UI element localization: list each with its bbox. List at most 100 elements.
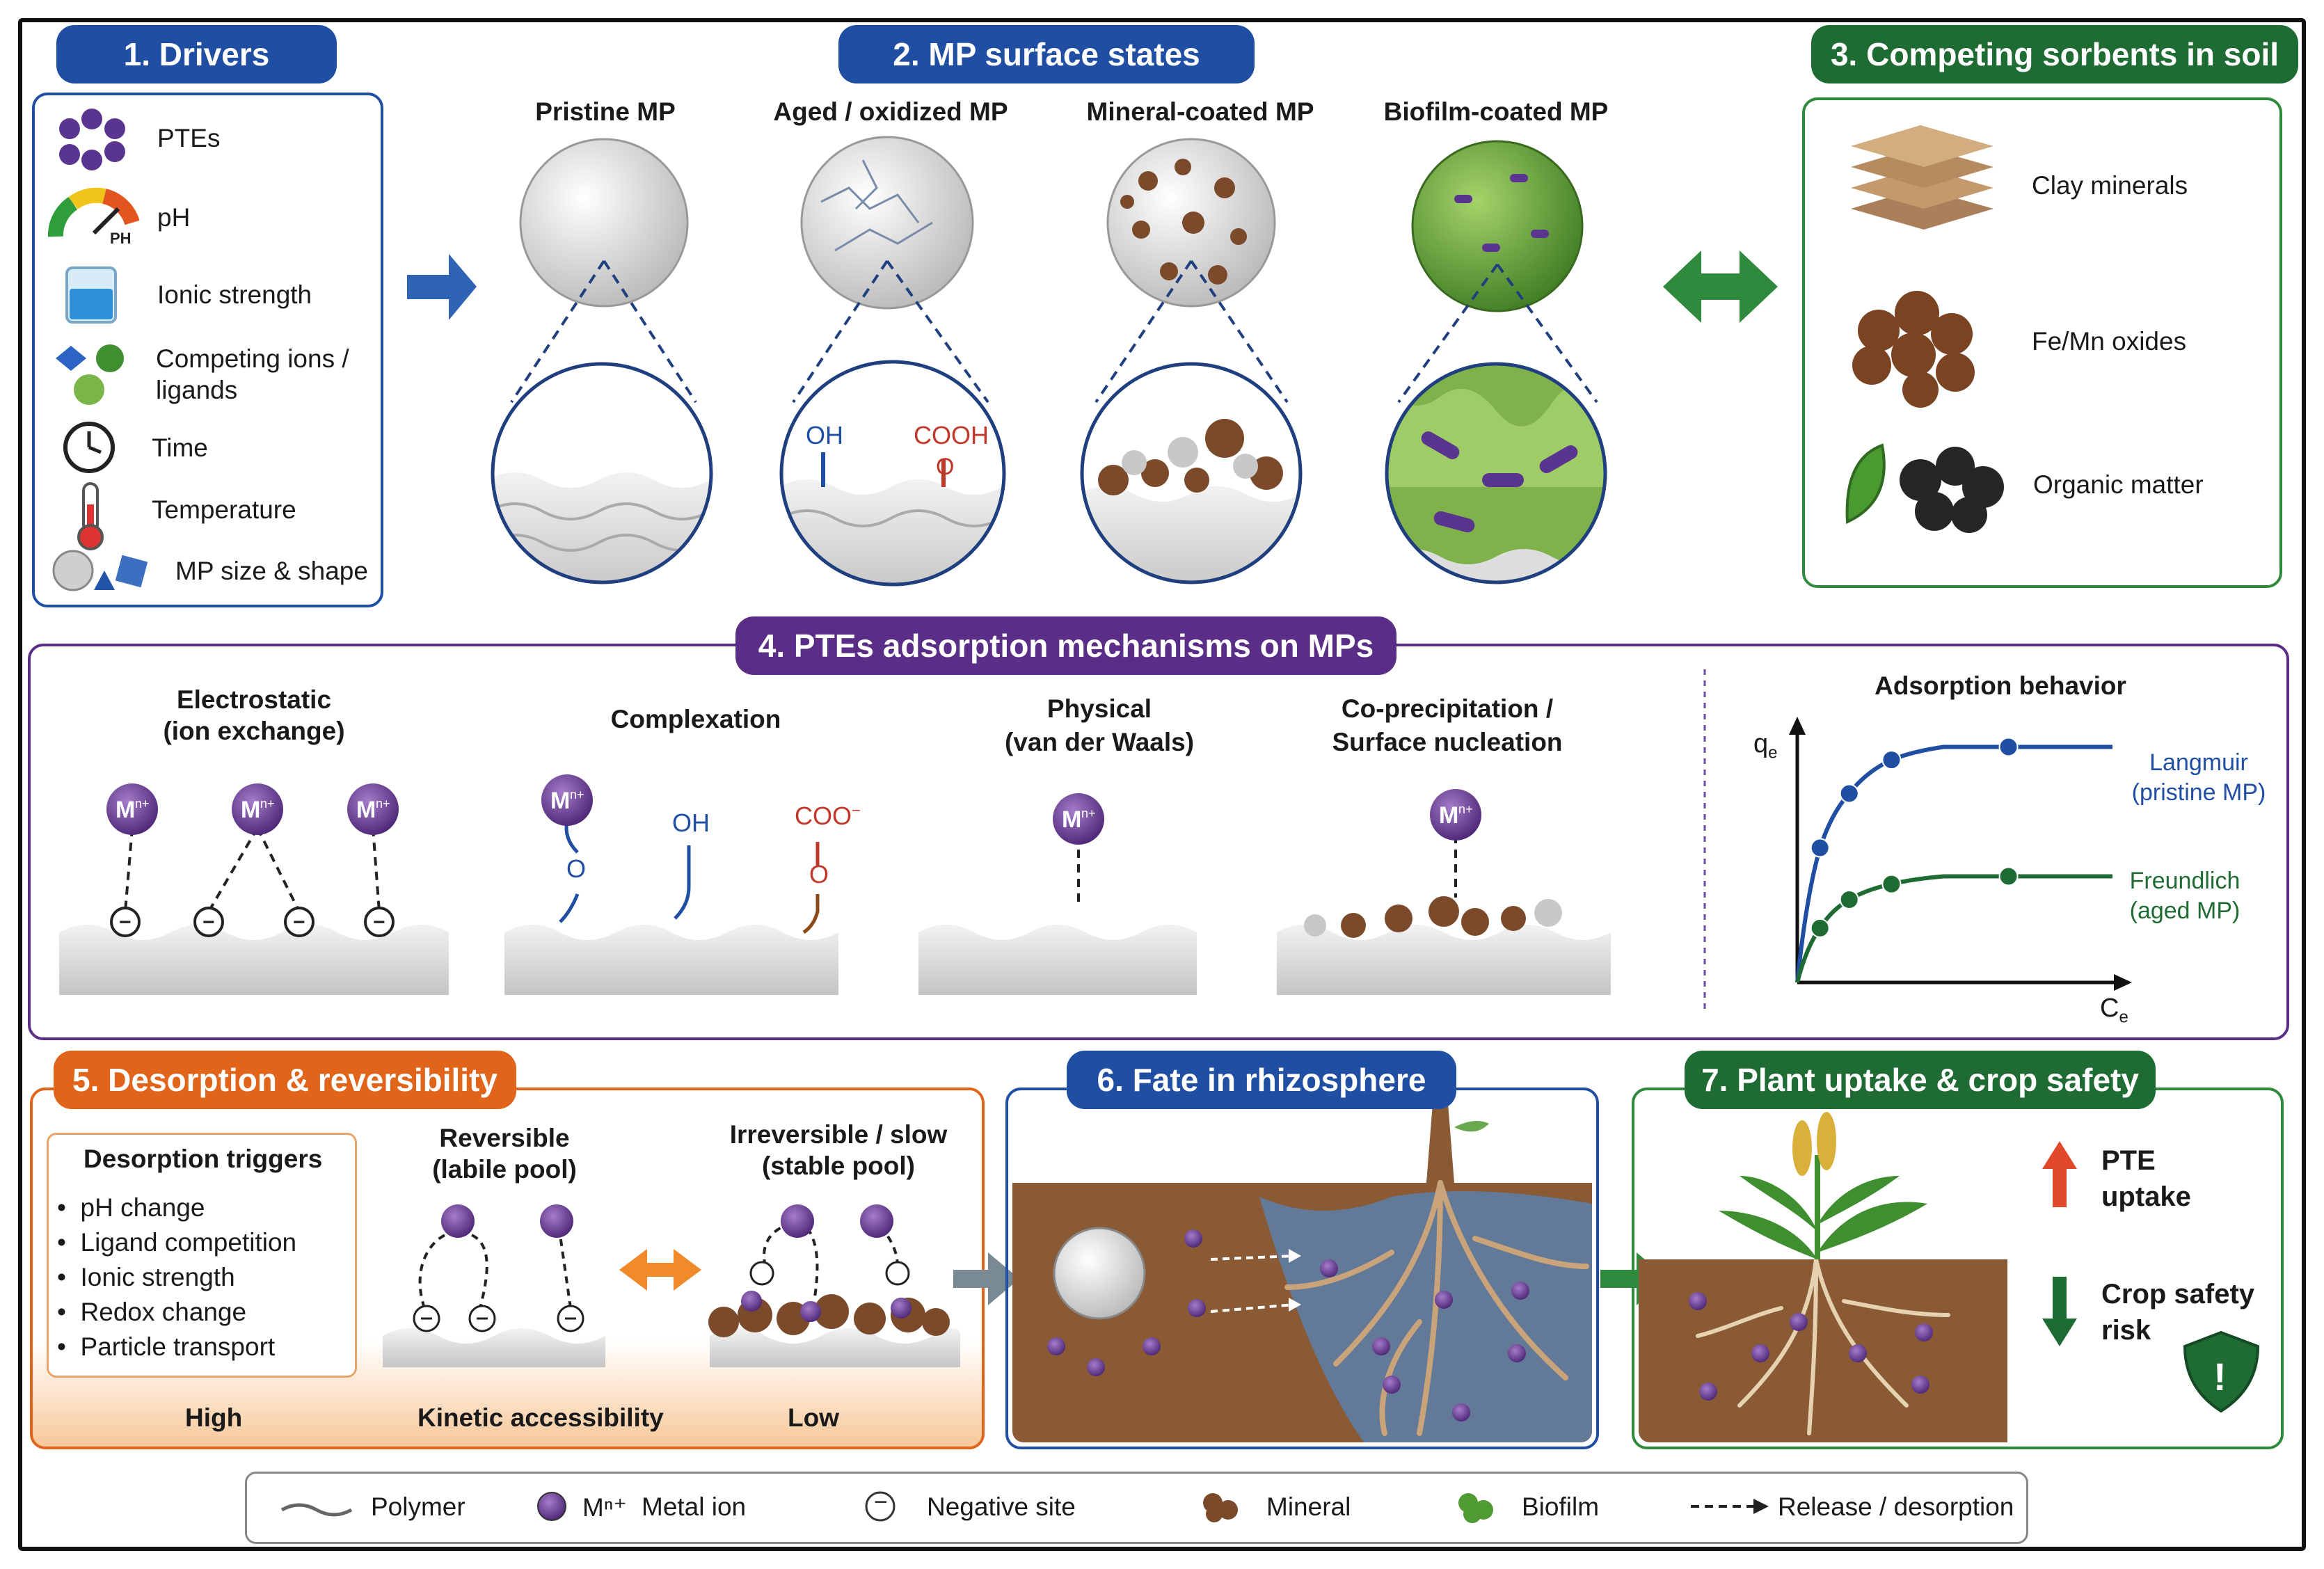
desorption-double-arrow	[619, 1249, 701, 1291]
chart-xlabel-sub: e	[2119, 1007, 2128, 1027]
trigger-ionic-text: Ionic strength	[80, 1263, 235, 1291]
mech-ion-charge-1: n+	[260, 797, 275, 811]
trigger-ph-text: pH change	[80, 1193, 205, 1222]
state-pristine-label: Pristine MP	[535, 97, 676, 126]
reversible-polymer	[383, 1328, 605, 1367]
drivers-panel	[32, 93, 383, 607]
triggers-box	[47, 1133, 357, 1378]
mech-ion-1	[232, 783, 283, 835]
mechanisms-title: 4. PTEs adsorption mechanisms on MPs	[735, 616, 1396, 675]
pte-uptake-line2: uptake	[2101, 1181, 2191, 1212]
outer-frame	[18, 18, 2306, 1551]
state-mineral-label: Mineral-coated MP	[1086, 97, 1314, 126]
legend-polymer: Polymer	[371, 1492, 465, 1521]
driver-ptes: PTEs	[157, 124, 221, 152]
complex-o2: O	[809, 860, 829, 889]
crop-risk-line1: Crop safety	[2101, 1279, 2255, 1309]
chart-title: Adsorption behavior	[1875, 671, 2126, 700]
sorbent-clay-label: Clay minerals	[2032, 171, 2188, 200]
chart-ylabel: qe	[1753, 729, 1778, 763]
mech-ion-3	[541, 774, 593, 826]
competing-ions-icon	[56, 344, 124, 405]
trigger-ligand-text: Ligand competition	[80, 1228, 297, 1257]
leaf-icon	[1845, 443, 1886, 525]
trigger-transport: • Particle transport	[57, 1332, 276, 1361]
mech-neg-label-0: −	[119, 911, 132, 934]
mech-ion-label-5: M	[1439, 802, 1458, 829]
irreversible-line1: Irreversible / slow	[729, 1120, 948, 1149]
clay-icon	[1851, 125, 1993, 230]
mech-neg-site-2	[284, 907, 315, 937]
chart-xlabel-c: C	[2100, 994, 2119, 1023]
mech-neg-label-1: −	[202, 911, 215, 934]
legend-biofilm: Biofilm	[1522, 1492, 1600, 1521]
mech-coprecip-line1: Co-precipitation /	[1341, 694, 1554, 723]
desorption-ions	[441, 1204, 912, 1322]
mech-physical-line2: (van der Waals)	[1004, 728, 1195, 756]
mech-ion-charge-4: n+	[1081, 806, 1096, 820]
driver-competing-ions: Competing ions /	[156, 344, 349, 373]
mech-electrostatic-line2: (ion exchange)	[163, 717, 345, 745]
driver-mp-size-shape: MP size & shape	[175, 557, 368, 585]
mech-ion-charge-3: n+	[570, 788, 584, 802]
mech-electrostatic-line1: Electrostatic	[176, 685, 332, 714]
legend-release: Release / desorption	[1778, 1492, 2014, 1521]
mech-ion-charge-5: n+	[1458, 802, 1473, 816]
driver-ph: pH	[157, 203, 191, 232]
drivers-title: 1. Drivers	[56, 25, 337, 83]
chart-ylabel-q: q	[1753, 729, 1769, 758]
mech-physical-line1: Physical	[1046, 694, 1152, 723]
organic-matter-icon	[1900, 447, 2004, 533]
mech-ion-charge-0: n+	[135, 797, 150, 811]
legend-langmuir-line2: (pristine MP)	[2131, 779, 2266, 806]
trigger-redox-text: Redox change	[80, 1298, 247, 1326]
thermometer-icon	[77, 482, 104, 550]
mech-ion-label-0: M	[116, 797, 135, 823]
mech-coprecip-line2: Surface nucleation	[1332, 728, 1563, 756]
scale-kinetic: Kinetic accessibility	[417, 1403, 664, 1432]
driver-ionic-strength: Ionic strength	[157, 280, 312, 309]
driver-temperature: Temperature	[152, 495, 296, 524]
state-aged-label: Aged / oxidized MP	[773, 97, 1008, 126]
mech-neg-site-0	[110, 907, 141, 937]
trigger-ligand: • Ligand competition	[57, 1228, 297, 1257]
scale-high: High	[185, 1403, 243, 1432]
complex-oh: OH	[672, 809, 710, 837]
irreversible-polymer	[710, 1328, 960, 1367]
biofilm-swatch	[1458, 1493, 1493, 1523]
shapes-icon	[52, 550, 148, 591]
mech-ion-label-3: M	[550, 788, 570, 814]
mech-ion-5	[1430, 789, 1481, 841]
irreversible-line2: (stable pool)	[762, 1152, 915, 1180]
svg-text:!: !	[2213, 1355, 2227, 1399]
complex-coo-charge: −	[852, 802, 861, 819]
mech-ion-label-1: M	[241, 797, 260, 823]
mech-polymer-slabs	[59, 925, 1611, 995]
legend-negative-site: Negative site	[927, 1492, 1076, 1521]
desorption-title: 5. Desorption & reversibility	[54, 1051, 516, 1109]
legend-langmuir-line1: Langmuir	[2149, 749, 2248, 776]
aged-oh-group: OH	[806, 421, 843, 449]
adsorption-chart	[1789, 717, 2132, 991]
mech-neg-label-2: −	[293, 911, 305, 934]
polymer-swatch	[280, 1503, 353, 1517]
desorption-to-rhizo-arrow	[953, 1252, 1019, 1305]
rhizosphere-title: 6. Fate in rhizosphere	[1067, 1051, 1456, 1109]
mech-neg-site-1	[193, 907, 224, 937]
mech-ion-label-2: M	[356, 797, 376, 823]
trigger-transport-text: Particle transport	[80, 1332, 276, 1361]
irreversible-mineral-layer	[708, 1294, 950, 1337]
beaker-icon	[65, 266, 117, 324]
legend-freundlich-line1: Freundlich	[2129, 868, 2241, 894]
metal-ion-swatch	[537, 1492, 566, 1521]
mech-neg-label-3: −	[373, 911, 385, 934]
triggers-title: Desorption triggers	[83, 1145, 323, 1173]
driver-ligands: ligands	[156, 376, 238, 404]
legend-freundlich-line2: (aged MP)	[2129, 898, 2241, 924]
